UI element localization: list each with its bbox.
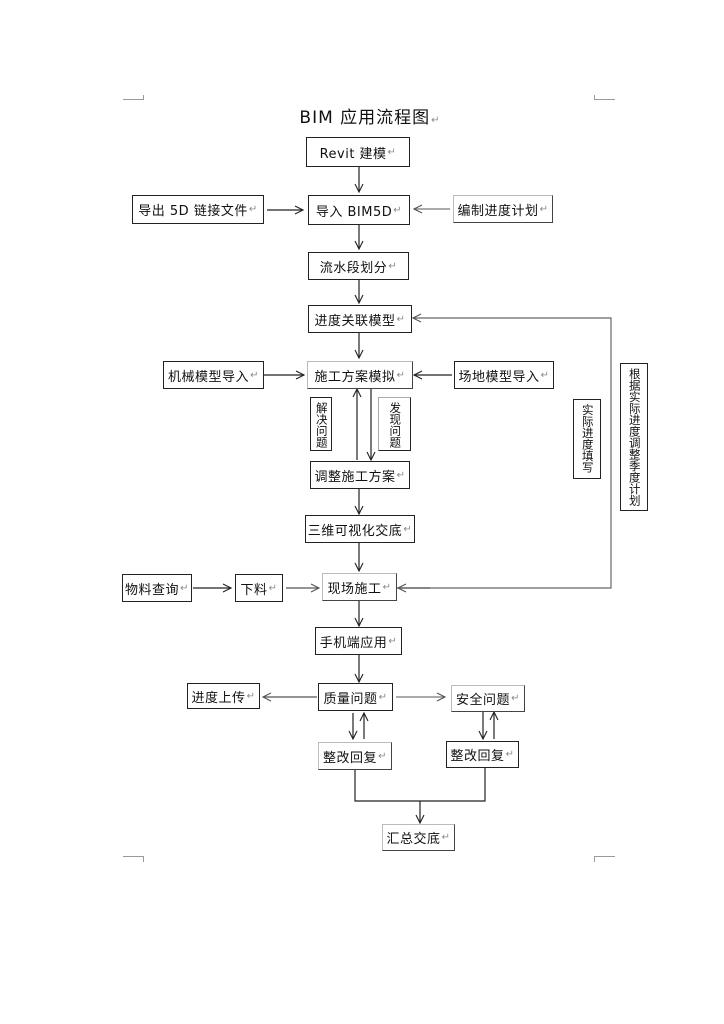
node-label: 安全问题 bbox=[456, 693, 511, 708]
node-label: 实际进度填写 bbox=[580, 404, 595, 473]
node-label: 进度上传 bbox=[191, 690, 246, 706]
paragraph-mark: ↵ bbox=[387, 146, 397, 158]
paragraph-mark: ↵ bbox=[250, 369, 259, 381]
node-material-query[interactable]: 物料查询↵ bbox=[122, 574, 192, 602]
node-label: 解决问题 bbox=[314, 402, 329, 448]
node-label: 流水段划分 bbox=[319, 260, 388, 276]
paragraph-mark: ↵ bbox=[382, 581, 392, 593]
node-label: 三维可视化交底 bbox=[307, 523, 403, 539]
diagram-title-text: BIM 应用流程图 bbox=[299, 108, 431, 128]
node-mobile-app[interactable]: 手机端应用↵ bbox=[315, 627, 402, 655]
label-adjust-quarterly-plan: 根据实际进度调整季度计划 bbox=[620, 363, 648, 511]
node-label: 根据实际进度调整季度计划 bbox=[627, 368, 642, 506]
paragraph-mark: ↵ bbox=[268, 582, 278, 594]
node-material-cutting[interactable]: 下料↵ bbox=[235, 574, 283, 602]
node-label: 质量问题 bbox=[323, 691, 378, 707]
node-import-bim5d[interactable]: 导入 BIM5D↵ bbox=[308, 195, 410, 225]
node-schedule-link-model[interactable]: 进度关联模型↵ bbox=[308, 305, 412, 333]
node-flow-section-division[interactable]: 流水段划分↵ bbox=[308, 252, 409, 280]
node-machinery-model-import[interactable]: 机械模型导入↵ bbox=[163, 361, 264, 389]
label-solve-problem: 解决问题 bbox=[310, 397, 332, 451]
paragraph-mark: ↵ bbox=[540, 369, 550, 381]
node-label: 下料 bbox=[240, 582, 268, 598]
node-label: 场地模型导入 bbox=[458, 369, 540, 385]
node-visual-3d-briefing[interactable]: 三维可视化交底↵ bbox=[305, 515, 415, 543]
node-compile-schedule[interactable]: 编制进度计划↵ bbox=[453, 195, 553, 223]
node-export-5d-link[interactable]: 导出 5D 链接文件↵ bbox=[132, 195, 264, 224]
node-label: 机械模型导入 bbox=[168, 369, 250, 385]
paragraph-mark: ↵ bbox=[246, 690, 256, 702]
paragraph-mark: ↵ bbox=[396, 369, 406, 381]
paragraph-mark: ↵ bbox=[396, 469, 406, 481]
node-label: Revit 建模 bbox=[319, 146, 387, 162]
node-label: 施工方案模拟 bbox=[314, 369, 396, 385]
paragraph-mark: ↵ bbox=[393, 204, 403, 216]
paragraph-mark: ↵ bbox=[396, 313, 406, 325]
paragraph-mark: ↵ bbox=[539, 203, 549, 215]
node-quality-rectify-reply[interactable]: 整改回复↵ bbox=[318, 742, 392, 770]
label-actual-progress-fill: 实际进度填写 bbox=[573, 399, 601, 479]
paragraph-mark: ↵ bbox=[388, 635, 398, 647]
crop-mark-top-left bbox=[123, 95, 144, 100]
paragraph-mark: ↵ bbox=[431, 115, 441, 126]
crop-mark-top-right bbox=[594, 95, 615, 100]
node-label: 物料查询 bbox=[125, 582, 180, 598]
node-quality-issue[interactable]: 质量问题↵ bbox=[318, 683, 393, 711]
crop-mark-bottom-left bbox=[123, 856, 144, 862]
label-find-problem: 发现问题 bbox=[378, 397, 411, 451]
node-label: 手机端应用 bbox=[319, 635, 388, 651]
node-adjust-construction-plan[interactable]: 调整施工方案↵ bbox=[310, 461, 410, 489]
node-site-construction[interactable]: 现场施工↵ bbox=[322, 573, 397, 601]
node-summary-briefing[interactable]: 汇总交底↵ bbox=[382, 824, 455, 851]
paragraph-mark: ↵ bbox=[441, 832, 451, 843]
node-progress-upload[interactable]: 进度上传↵ bbox=[187, 683, 260, 709]
node-label: 现场施工 bbox=[327, 581, 382, 597]
node-site-model-import[interactable]: 场地模型导入↵ bbox=[454, 361, 554, 389]
node-label: 发现问题 bbox=[388, 402, 403, 448]
node-label: 汇总交底 bbox=[386, 832, 441, 847]
paragraph-mark: ↵ bbox=[511, 693, 520, 704]
edge-replies-to-summary bbox=[354, 768, 486, 802]
crop-mark-bottom-right bbox=[594, 856, 615, 862]
node-label: 整改回复 bbox=[450, 749, 505, 764]
paragraph-mark: ↵ bbox=[403, 523, 413, 535]
paragraph-mark: ↵ bbox=[378, 691, 388, 703]
node-revit-modeling[interactable]: Revit 建模↵ bbox=[306, 137, 410, 167]
node-safety-rectify-reply[interactable]: 整改回复↵ bbox=[446, 741, 519, 768]
node-label: 调整施工方案 bbox=[314, 469, 396, 485]
node-label: 整改回复 bbox=[323, 750, 378, 766]
edge-feedback-loop bbox=[397, 318, 612, 589]
node-safety-issue[interactable]: 安全问题↵ bbox=[451, 685, 525, 712]
diagram-title: BIM 应用流程图↵ bbox=[290, 103, 450, 128]
node-label: 导入 BIM5D bbox=[315, 204, 393, 220]
paragraph-mark: ↵ bbox=[248, 204, 258, 215]
node-construction-plan-simulation[interactable]: 施工方案模拟↵ bbox=[307, 361, 413, 389]
paragraph-mark: ↵ bbox=[505, 749, 515, 760]
node-label: 编制进度计划 bbox=[457, 203, 539, 219]
node-label: 进度关联模型 bbox=[314, 313, 396, 329]
paragraph-mark: ↵ bbox=[388, 260, 398, 272]
node-label: 导出 5D 链接文件 bbox=[138, 204, 248, 219]
paragraph-mark: ↵ bbox=[180, 582, 189, 594]
paragraph-mark: ↵ bbox=[378, 750, 387, 762]
